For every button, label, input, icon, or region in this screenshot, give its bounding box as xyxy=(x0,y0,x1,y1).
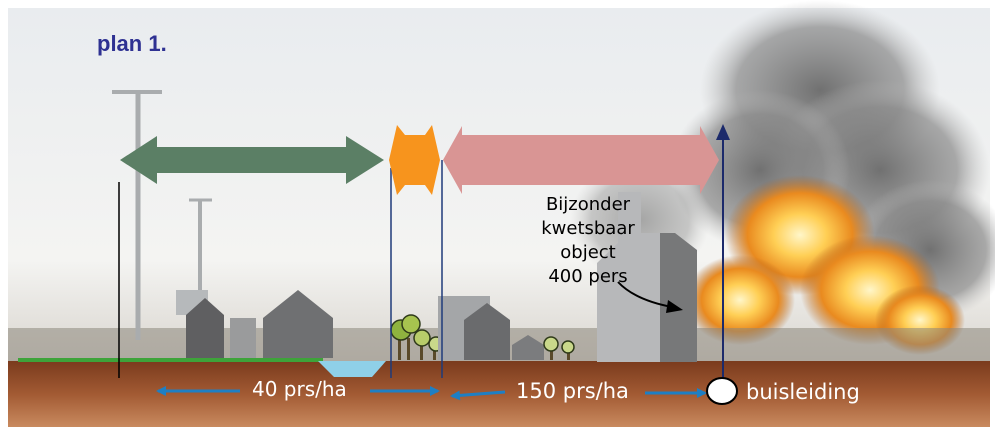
buildings-high-density xyxy=(438,296,544,360)
ground xyxy=(8,361,990,427)
object-pointer-arrowhead xyxy=(666,300,683,313)
plan-title: plan 1. xyxy=(97,31,167,56)
green-zone-arrow xyxy=(120,136,384,184)
pink-zone-arrow xyxy=(443,126,719,194)
right-density-label: 150 prs/ha xyxy=(516,379,629,403)
vulnerable-object-label: Bijzonder kwetsbaar object 400 pers xyxy=(528,193,648,289)
orange-zone-arrow xyxy=(389,125,440,195)
pipeline-circle xyxy=(706,377,738,405)
density-arrows xyxy=(156,386,707,401)
object-label-line1: Bijzonder xyxy=(545,194,631,215)
zone-boundaries xyxy=(118,160,443,378)
pipeline-label: buisleiding xyxy=(746,380,860,404)
object-pointer-arrow xyxy=(617,281,673,308)
vulnerable-object-building xyxy=(597,192,697,362)
grass-strip xyxy=(18,358,323,362)
left-density-label: 40 prs/ha xyxy=(252,377,347,401)
water-ditch xyxy=(318,361,386,377)
pipeline-axis-arrowhead xyxy=(716,124,730,140)
light-poles xyxy=(112,90,212,340)
small-trees xyxy=(543,336,575,360)
buildings-low-density xyxy=(186,290,333,358)
right-density-arrow-left xyxy=(450,390,506,401)
object-label-line3: 400 pers xyxy=(548,266,628,287)
object-label-line2: kwetsbaar object xyxy=(541,218,635,263)
